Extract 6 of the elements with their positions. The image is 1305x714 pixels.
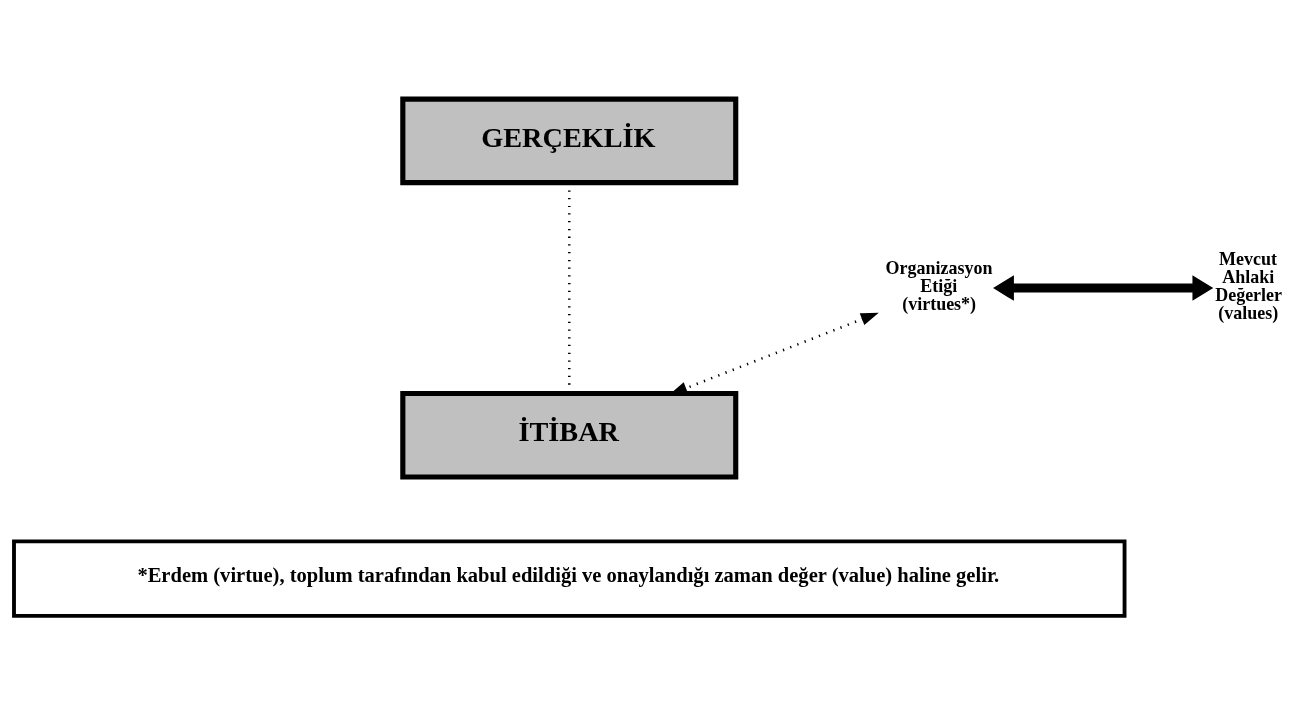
arrow — [993, 274, 1214, 301]
node-box: İTİBAR — [400, 390, 739, 480]
node-box: *Erdem (virtue), toplum tarafından kabul edildiği ve onaylandığı zaman değer (value) haline gelir. — [12, 538, 1127, 618]
node-text: Mevcut Ahlaki Değerler (values) — [1215, 248, 1283, 323]
node-text: Organizasyon Etiği (virtues*) — [885, 257, 993, 314]
node-box: GERÇEKLİK — [400, 96, 739, 185]
